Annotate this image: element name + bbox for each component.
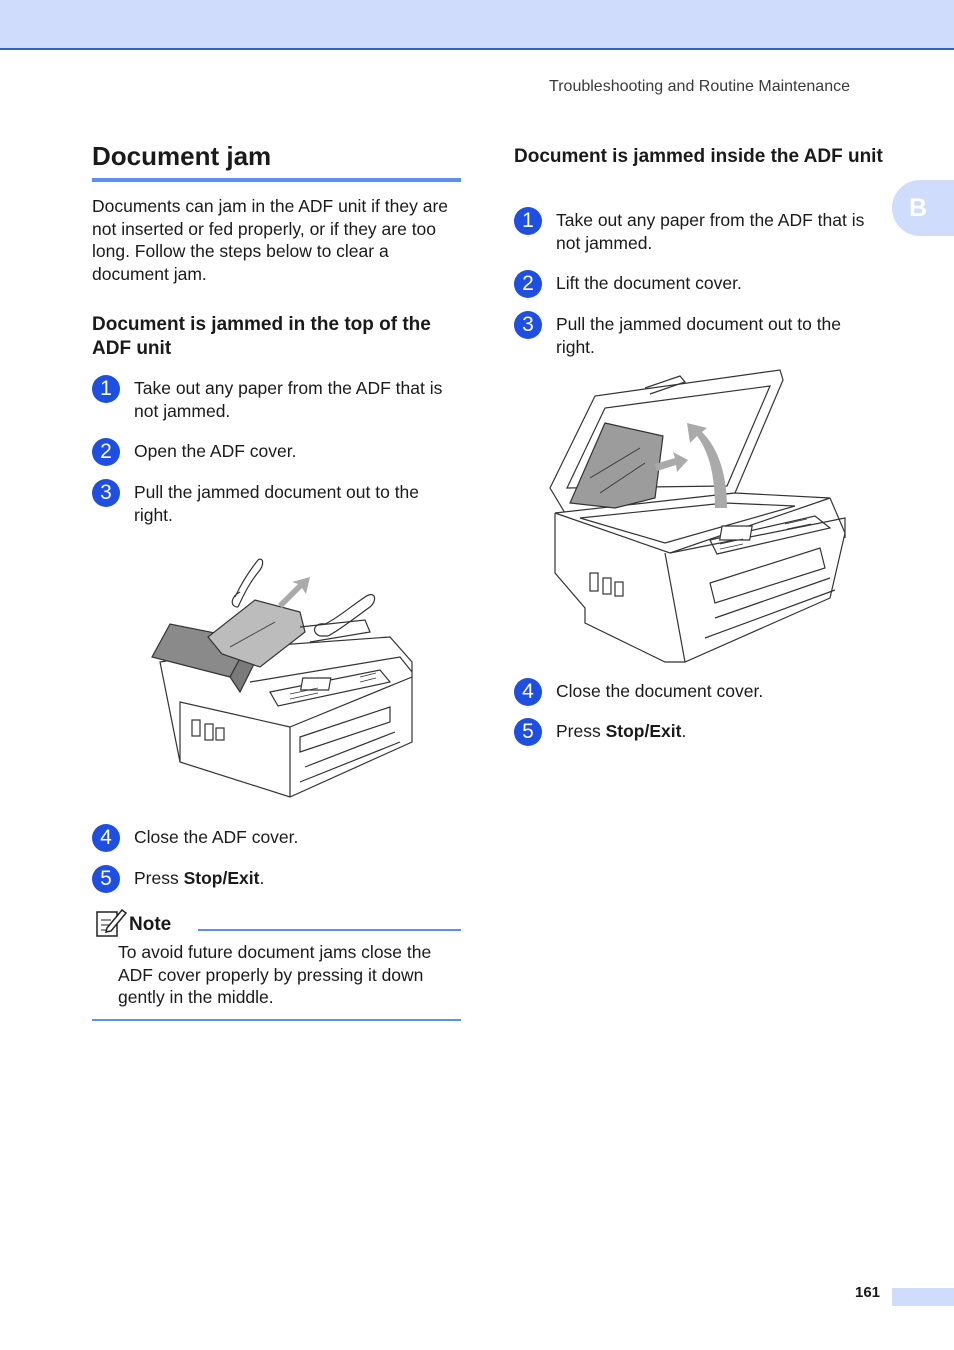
step-number: 4 xyxy=(514,678,542,706)
left-step-4: 4 Close the ADF cover. xyxy=(92,824,464,852)
note-text: To avoid future document jams close the … xyxy=(118,942,432,1007)
step-text: Pull the jammed document out to the righ… xyxy=(134,482,420,525)
chapter-tab: B xyxy=(892,180,954,236)
step-text: Lift the document cover. xyxy=(556,273,742,293)
step-number: 4 xyxy=(92,824,120,852)
step-text: Take out any paper from the ADF that is … xyxy=(556,210,865,253)
page-tab xyxy=(892,1288,954,1306)
step-text: Press Stop/Exit. xyxy=(134,865,264,890)
left-step-2: 2 Open the ADF cover. xyxy=(92,438,464,466)
subheading-top-adf: Document is jammed in the top of the ADF… xyxy=(92,314,431,359)
step-text: Pull the jammed document out to the righ… xyxy=(556,314,842,357)
left-step-1: 1 Take out any paper from the ADF that i… xyxy=(92,375,464,422)
right-step-4: 4 Close the document cover. xyxy=(514,678,886,706)
stop-exit-key: Stop/Exit xyxy=(183,868,260,888)
step-number: 3 xyxy=(514,311,542,339)
right-step-3: 3 Pull the jammed document out to the ri… xyxy=(514,311,886,358)
left-step-3: 3 Pull the jammed document out to the ri… xyxy=(92,479,464,526)
step-number: 3 xyxy=(92,479,120,507)
stop-exit-key: Stop/Exit xyxy=(605,721,682,741)
step-number: 5 xyxy=(514,718,542,746)
intro-paragraph: Documents can jam in the ADF unit if the… xyxy=(92,196,448,284)
page-title: Document jam xyxy=(92,141,461,182)
step-text: Open the ADF cover. xyxy=(134,441,297,461)
right-step-5: 5 Press Stop/Exit. xyxy=(514,718,886,746)
subheading-inside-adf: Document is jammed inside the ADF unit xyxy=(514,146,883,167)
running-header: Troubleshooting and Routine Maintenance xyxy=(549,78,850,95)
step-number: 5 xyxy=(92,865,120,893)
page-number: 161 xyxy=(855,1284,881,1301)
step-number: 1 xyxy=(92,375,120,403)
step-text: Close the ADF cover. xyxy=(134,827,299,847)
step-text: Close the document cover. xyxy=(556,681,764,701)
note-pencil-icon xyxy=(96,908,127,937)
note-divider-bottom xyxy=(92,1019,461,1021)
step-number: 1 xyxy=(514,207,542,235)
step-text-suffix: . xyxy=(681,721,687,741)
top-band xyxy=(0,0,954,50)
step-number: 2 xyxy=(514,270,542,298)
step-text: Press Stop/Exit. xyxy=(556,718,686,743)
right-step-2: 2 Lift the document cover. xyxy=(514,270,886,298)
left-step-5: 5 Press Stop/Exit. xyxy=(92,865,464,893)
note-divider-top xyxy=(198,929,461,931)
printer-adf-open-illustration xyxy=(151,558,413,798)
step-text-prefix: Press xyxy=(134,868,184,888)
step-text-suffix: . xyxy=(259,868,265,888)
right-step-1: 1 Take out any paper from the ADF that i… xyxy=(514,207,886,254)
printer-cover-lifted-illustration xyxy=(549,369,846,663)
step-text: Take out any paper from the ADF that is … xyxy=(134,378,443,421)
step-number: 2 xyxy=(92,438,120,466)
step-text-prefix: Press xyxy=(556,721,606,741)
note-label: Note xyxy=(129,914,172,935)
